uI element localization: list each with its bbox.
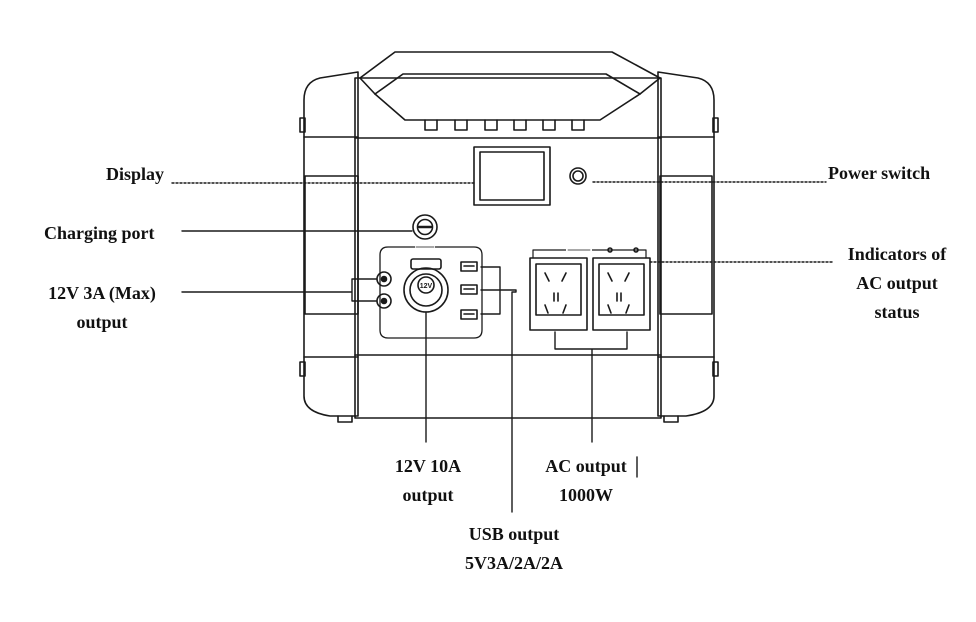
label-ac-indicators-line-2: AC output (856, 273, 938, 293)
car-socket-voltage-marking: 12V (420, 283, 433, 290)
label-car-output: 12V 10A output (376, 452, 480, 510)
dc-output-callout-line (181, 278, 378, 302)
display-screen (473, 146, 551, 206)
label-power-switch: Power switch (828, 163, 931, 183)
label-ac-indicators: Indicators of AC output status (836, 240, 958, 327)
label-dc-output-line-2: output (76, 312, 128, 332)
label-dc-output-line-1: 12V 3A (Max) (48, 283, 156, 303)
label-ac-output-line-1: AC output (545, 456, 627, 476)
carry-handle (359, 51, 661, 131)
usb-ports (460, 261, 478, 320)
label-usb-output-line-1: USB output (468, 524, 560, 544)
car-socket-12v (403, 258, 449, 313)
label-car-output-line-1: 12V 10A (394, 456, 462, 476)
label-ac-indicators-line-3: status (874, 302, 920, 322)
ac-socket-1 (529, 257, 588, 331)
label-display: Display (106, 164, 165, 184)
usb-output-callout-line (480, 266, 517, 513)
ac-output-panel (532, 247, 647, 259)
charging-port (412, 214, 438, 240)
callout-lines (171, 181, 833, 513)
label-ac-indicators-line-1: Indicators of (847, 244, 947, 264)
power-switch-button (569, 167, 587, 185)
dc-output-ports (376, 271, 392, 309)
label-usb-output: USB output 5V3A/2A/2A (452, 520, 576, 578)
left-bumper (299, 71, 359, 423)
dc-output-panel (379, 244, 483, 339)
label-ac-output: AC output 1000W (530, 452, 642, 510)
right-bumper (657, 71, 719, 423)
label-ac-output-line-2: 1000W (559, 485, 613, 505)
ac-socket-2 (592, 257, 651, 331)
label-charging-port: Charging port (44, 223, 155, 243)
ac-output-callout-line (554, 331, 628, 443)
label-usb-output-line-2: 5V3A/2A/2A (465, 553, 563, 573)
label-car-output-line-2: output (402, 485, 454, 505)
device-body (354, 77, 662, 419)
label-dc-output: 12V 3A (Max) output (37, 279, 167, 337)
